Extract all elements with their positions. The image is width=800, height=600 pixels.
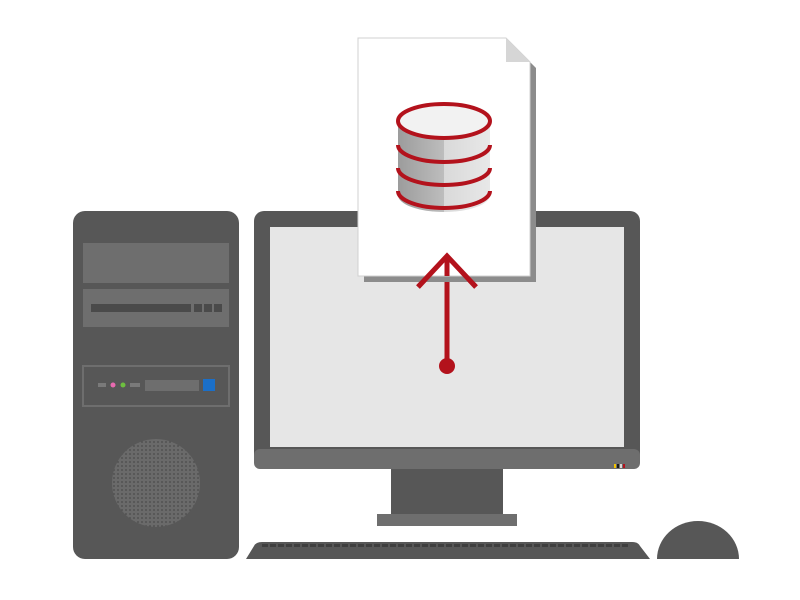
keyboard-key [262, 544, 268, 547]
power-led-pink [110, 382, 116, 388]
keyboard-key [406, 544, 412, 547]
keyboard-key [606, 544, 612, 547]
keyboard-key [286, 544, 292, 547]
keyboard-key [374, 544, 380, 547]
front-panel [82, 365, 230, 407]
keyboard-key [334, 544, 340, 547]
keyboard-key [486, 544, 492, 547]
monitor-stand-neck [391, 468, 503, 518]
keyboard-key [542, 544, 548, 547]
file-corner-fold [506, 38, 530, 62]
keyboard-key [494, 544, 500, 547]
database-icon [396, 102, 492, 212]
keyboard-key [582, 544, 588, 547]
keyboard-key [510, 544, 516, 547]
keyboard-key [422, 544, 428, 547]
speaker-grill [112, 439, 200, 527]
keyboard-icon [246, 542, 650, 559]
database-cylinder-body [398, 121, 490, 212]
keyboard-keys [262, 544, 628, 547]
keyboard-key [382, 544, 388, 547]
desktop-tower-icon [73, 211, 239, 559]
database-ring-2 [396, 167, 492, 187]
keyboard-key [502, 544, 508, 547]
keyboard-key [342, 544, 348, 547]
upload-arrow-head [416, 252, 478, 289]
optical-drive-button [214, 304, 222, 312]
database-top [396, 102, 492, 140]
keyboard-key [398, 544, 404, 547]
optical-drive-slot [91, 304, 191, 312]
keyboard-key [622, 544, 628, 547]
keyboard-key [614, 544, 620, 547]
keyboard-key [454, 544, 460, 547]
keyboard-key [350, 544, 356, 547]
keyboard-key [278, 544, 284, 547]
power-led-green [120, 382, 126, 388]
front-panel-port [130, 383, 140, 387]
keyboard-key [590, 544, 596, 547]
keyboard-key [462, 544, 468, 547]
keyboard-key [310, 544, 316, 547]
keyboard-key [390, 544, 396, 547]
front-panel-port [98, 383, 106, 387]
monitor-chin [254, 449, 640, 469]
keyboard-key [430, 544, 436, 547]
monitor-power-leds [614, 464, 625, 468]
drive-bay-top [83, 243, 229, 283]
monitor-stand-base [377, 514, 517, 526]
database-ring-1 [396, 144, 492, 164]
keyboard-key [598, 544, 604, 547]
keyboard-key [302, 544, 308, 547]
keyboard-key [550, 544, 556, 547]
keyboard-key [358, 544, 364, 547]
keyboard-key [326, 544, 332, 547]
keyboard-key [446, 544, 452, 547]
mouse-icon [657, 521, 739, 559]
keyboard-key [318, 544, 324, 547]
keyboard-key [270, 544, 276, 547]
keyboard-key [478, 544, 484, 547]
power-button [203, 379, 215, 391]
keyboard-key [294, 544, 300, 547]
keyboard-key [366, 544, 372, 547]
optical-drive-button [194, 304, 202, 312]
keyboard-key [574, 544, 580, 547]
keyboard-key [558, 544, 564, 547]
file-page-edge [357, 37, 531, 277]
keyboard-key [534, 544, 540, 547]
keyboard-key [470, 544, 476, 547]
front-panel-display [145, 380, 199, 391]
database-file-icon [357, 37, 536, 289]
optical-drive [83, 289, 229, 327]
keyboard-key [518, 544, 524, 547]
keyboard-key [414, 544, 420, 547]
optical-drive-button [204, 304, 212, 312]
keyboard-key [526, 544, 532, 547]
keyboard-key [438, 544, 444, 547]
upload-arrow-origin-dot [439, 358, 455, 374]
keyboard-key [566, 544, 572, 547]
database-ring-3 [396, 190, 492, 210]
